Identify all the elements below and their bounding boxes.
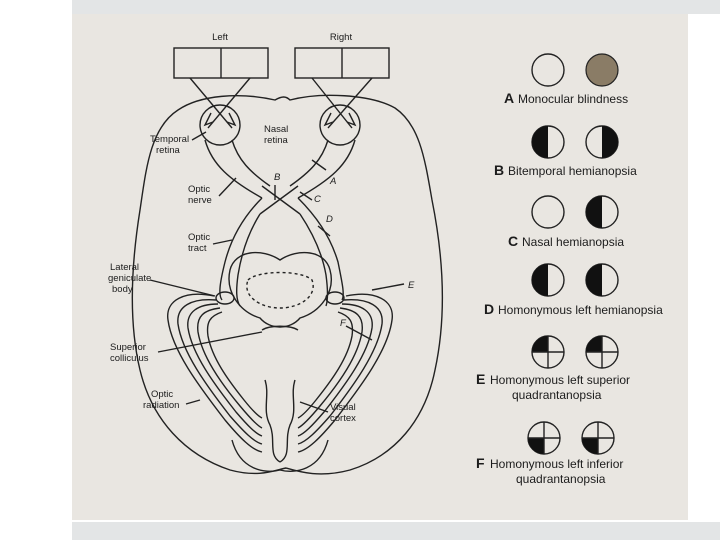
defect-e-caption-2: quadrantanopsia (512, 388, 602, 402)
defect-e-letter: E (476, 371, 485, 387)
left-optic-radiation (167, 293, 263, 453)
thalamus (228, 251, 332, 328)
right-eye (319, 104, 361, 146)
defect-d-caption: Homonymous left hemianopsia (498, 303, 663, 317)
light-rays (189, 77, 373, 129)
left-field-label: Left (212, 32, 228, 43)
label-nasal-retina-2: retina (264, 135, 288, 146)
defect-c: C Nasal hemianopsia (508, 195, 624, 249)
left-occipital-pole (231, 439, 281, 472)
label-optic-nerve-1: Optic (188, 184, 210, 195)
label-superior-colliculus-2: colliculus (110, 353, 149, 364)
label-superior-colliculus-1: Superior (110, 342, 146, 353)
label-optic-tract-2: tract (188, 243, 207, 254)
defect-b: B Bitemporal hemianopsia (494, 125, 637, 178)
defect-a-right-field (585, 53, 619, 87)
lesion-a-letter: A (329, 176, 336, 187)
defect-a: A Monocular blindness (504, 53, 628, 106)
defect-f-letter: F (476, 455, 485, 471)
right-field-label: Right (330, 32, 353, 43)
right-lgb (325, 291, 345, 305)
defect-f: F Homonymous left inferior quadrantanops… (476, 421, 623, 486)
defect-c-letter: C (508, 233, 518, 249)
thalamus-inner (246, 271, 314, 309)
visual-field-boxes: Left Right (173, 32, 390, 79)
defect-d-letter: D (484, 301, 494, 317)
brain-outline (131, 94, 444, 475)
defect-f-caption-1: Homonymous left inferior (490, 457, 623, 471)
left-eye (199, 104, 241, 146)
label-lgb-2: geniculate (108, 273, 151, 284)
lesion-b-letter: B (274, 172, 281, 183)
field-defects-panel: A Monocular blindness B Bitemporal hemia… (476, 53, 663, 486)
defect-e: E Homonymous left superior quadrantanops… (476, 335, 630, 402)
label-optic-radiation-2: radiation (143, 400, 179, 411)
label-visual-cortex-2: cortex (330, 413, 356, 424)
defect-a-letter: A (504, 90, 514, 106)
defect-f-caption-2: quadrantanopsia (516, 472, 606, 486)
anatomy-labels: Temporal retina Nasal retina Optic nerve… (108, 124, 415, 424)
defect-b-caption: Bitemporal hemianopsia (508, 164, 637, 178)
defect-b-letter: B (494, 162, 504, 178)
label-optic-radiation-1: Optic (151, 389, 173, 400)
lesion-markers (274, 159, 331, 237)
visual-pathway-figure: Left Right (72, 14, 688, 520)
top-bar (72, 0, 720, 14)
label-optic-nerve-2: nerve (188, 195, 212, 206)
label-temporal-retina-1: Temporal (150, 134, 189, 145)
lesion-e-letter: E (408, 280, 415, 291)
superior-colliculus (261, 325, 299, 331)
right-visual-cortex (279, 379, 296, 463)
label-lgb-1: Lateral (110, 262, 139, 273)
label-temporal-retina-2: retina (156, 145, 180, 156)
defect-a-left-field (531, 53, 565, 87)
label-optic-tract-1: Optic (188, 232, 210, 243)
defect-c-caption: Nasal hemianopsia (522, 235, 624, 249)
right-optic-radiation (297, 293, 393, 453)
left-lgb (215, 291, 235, 305)
lesion-c-letter: C (314, 194, 321, 205)
optic-pathways (204, 139, 356, 307)
defect-e-caption-1: Homonymous left superior (490, 373, 630, 387)
lesion-c-tick (299, 191, 313, 201)
defect-d: D Homonymous left hemianopsia (484, 263, 663, 317)
label-lgb-3: body (112, 284, 133, 295)
right-occipital-pole (279, 439, 329, 472)
lesion-a-tick (311, 159, 327, 171)
bottom-bar (72, 522, 720, 540)
lesion-d-letter: D (326, 214, 333, 225)
label-visual-cortex-1: Visual (330, 402, 356, 413)
figure-svg: Left Right (108, 32, 663, 486)
defect-a-caption: Monocular blindness (518, 92, 628, 106)
lesion-d-tick (317, 225, 331, 237)
left-visual-cortex (264, 379, 281, 463)
label-nasal-retina-1: Nasal (264, 124, 288, 135)
lesion-f-letter: F (340, 318, 347, 329)
